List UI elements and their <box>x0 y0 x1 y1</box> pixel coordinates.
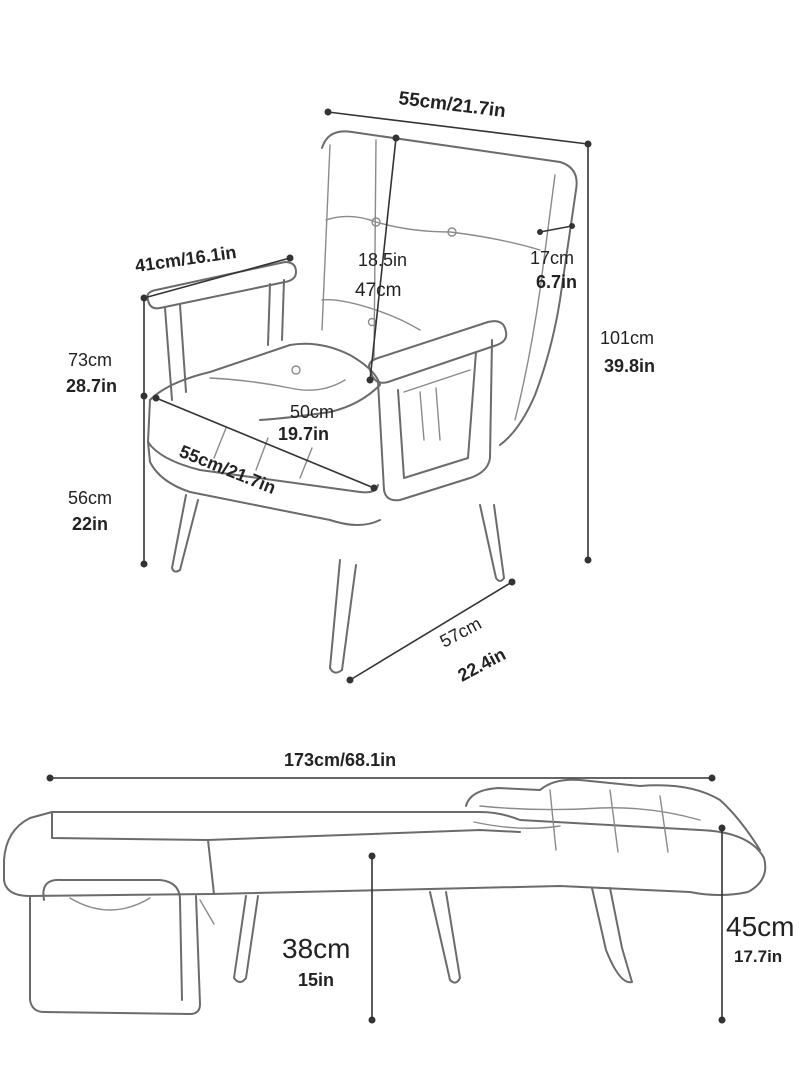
back-width-in-label: 18.5in <box>358 250 407 270</box>
head-height-cm-label: 45cm <box>726 911 794 942</box>
bed-labels: 173cm/68.1in 38cm 15in 45cm 17.7in <box>282 750 794 990</box>
total-height-in-label: 39.8in <box>604 356 655 376</box>
bed-illustration <box>3 778 767 1015</box>
depth-in-label: 22.4in <box>454 644 508 686</box>
chair-illustration <box>146 130 578 674</box>
bed-dimension-lines <box>46 774 726 1024</box>
arm-height-in-label: 28.7in <box>66 376 117 396</box>
seat-depth-cm-label: 50cm <box>290 402 334 422</box>
chair-labels: 55cm/21.7in 41cm/16.1in 18.5in 47cm 17cm… <box>66 88 655 685</box>
back-thickness-in-label: 6.7in <box>536 272 577 292</box>
arm-height-cm-label: 73cm <box>68 350 112 370</box>
depth-cm-label: 57cm <box>436 613 484 651</box>
back-width-cm-label: 47cm <box>355 280 401 301</box>
chair-dimension-lines <box>140 108 592 684</box>
seat-height-cm-label: 56cm <box>68 488 112 508</box>
bed-height-in-label: 15in <box>298 970 334 990</box>
seat-depth-in-label: 19.7in <box>278 424 329 444</box>
back-thickness-cm-label: 17cm <box>530 248 574 268</box>
bed-height-cm-label: 38cm <box>282 933 350 964</box>
overall-width-label: 55cm/21.7in <box>397 88 507 122</box>
total-height-cm-label: 101cm <box>600 328 654 348</box>
armrest-length-label: 41cm/16.1in <box>134 242 238 276</box>
total-length-label: 173cm/68.1in <box>284 750 396 770</box>
seat-height-in-label: 22in <box>72 514 108 534</box>
head-height-in-label: 17.7in <box>734 947 782 966</box>
